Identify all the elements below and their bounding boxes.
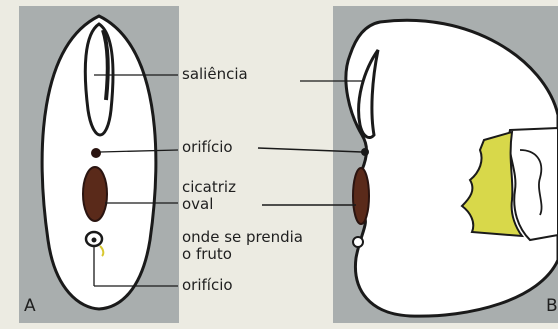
panel-b-letter: B: [546, 296, 558, 316]
label-cicatriz-line2: oval: [182, 196, 213, 212]
label-cicatriz-line4: o fruto: [182, 246, 232, 262]
seed-a-hole-top: [91, 148, 101, 158]
label-cicatriz-line1: cicatriz: [182, 179, 236, 195]
seed-a-scar: [83, 167, 107, 221]
label-orificio-top: orifício: [182, 139, 233, 155]
panel-a-letter: A: [24, 296, 36, 316]
seed-b-scar: [353, 168, 369, 224]
label-orificio-bottom: orifício: [182, 277, 233, 293]
label-cicatriz-line3: onde se prendia: [182, 229, 303, 245]
leader-orificio-top-b: [258, 148, 362, 152]
label-saliencia: saliência: [182, 66, 248, 82]
seed-b-hole-bottom: [353, 237, 363, 247]
seed-b-hole-top: [361, 148, 369, 156]
